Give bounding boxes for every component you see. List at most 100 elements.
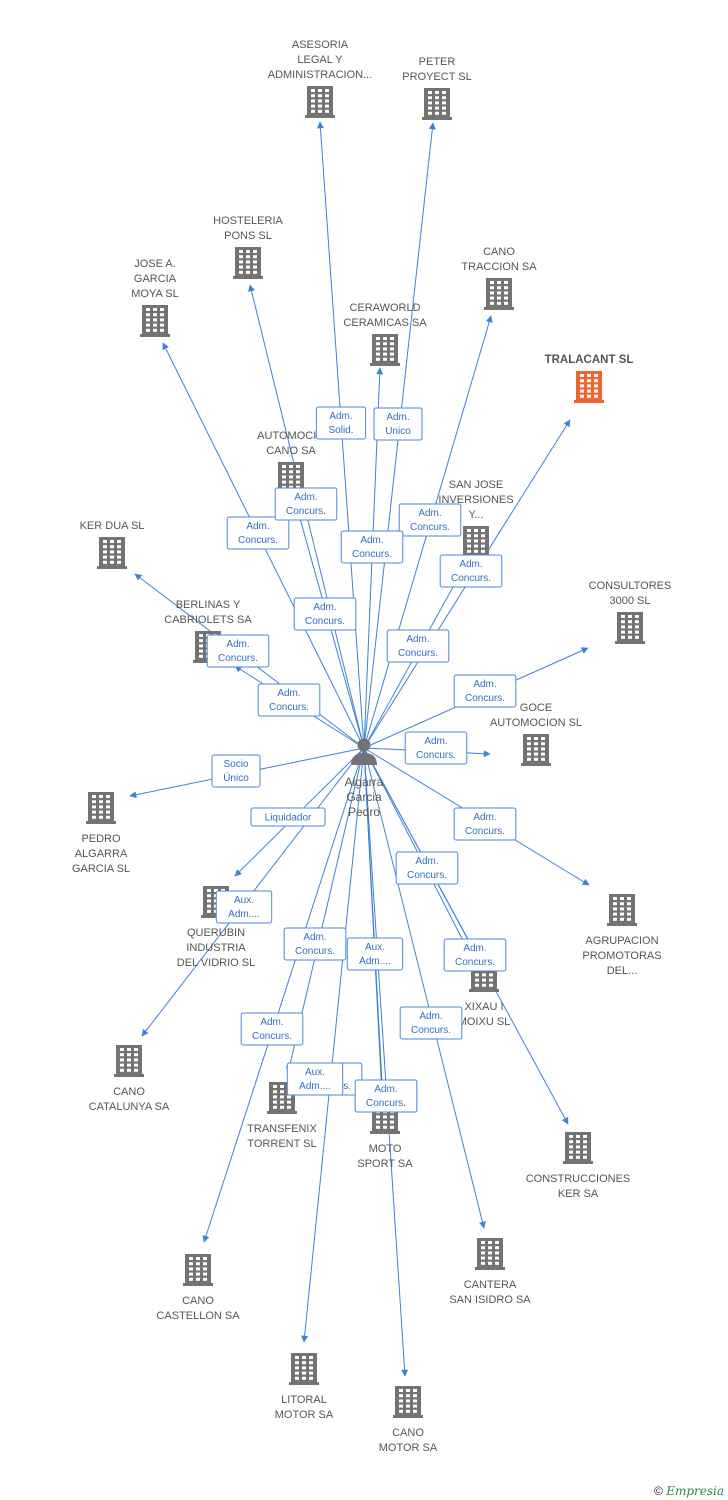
company-label[interactable]: CONSTRUCCIONES <box>526 1173 631 1185</box>
company-label[interactable]: PONS SL <box>224 230 272 242</box>
company-label[interactable]: HOSTELERIA <box>213 215 283 227</box>
company-label[interactable]: JOSE A. <box>134 258 176 270</box>
relation-label[interactable]: Aux.Adm.... <box>215 890 273 924</box>
company-label[interactable]: GARCIA <box>134 273 177 285</box>
relation-label[interactable]: Adm.Concurs. <box>274 487 338 521</box>
company-label[interactable]: QUERUBIN <box>187 927 245 939</box>
company-node-construcciones[interactable]: CONSTRUCCIONES KER SA <box>526 1132 631 1200</box>
company-node-cano-traccion[interactable]: CANO TRACCION SA <box>461 246 537 310</box>
relation-label[interactable]: Adm.Unico <box>373 407 423 441</box>
company-node-consultores[interactable]: CONSULTORES 3000 SL <box>589 580 672 644</box>
company-label[interactable]: CERAWORLD <box>349 302 420 314</box>
company-label[interactable]: PROYECT SL <box>402 71 472 83</box>
company-label[interactable]: CONSULTORES <box>589 580 672 592</box>
company-label[interactable]: CANO <box>392 1427 424 1439</box>
company-label[interactable]: 3000 SL <box>610 595 651 607</box>
company-node-ceraworld[interactable]: CERAWORLD CERAMICAS SA <box>343 302 427 366</box>
company-label[interactable]: GARCIA SL <box>72 863 130 875</box>
company-label[interactable]: KER DUA SL <box>80 520 145 532</box>
company-label[interactable]: TRANSFENIX <box>247 1123 317 1135</box>
company-node-kerdua[interactable]: KER DUA SL <box>80 520 145 569</box>
company-label[interactable]: CERAMICAS SA <box>343 317 427 329</box>
relation-label[interactable]: Adm.Concurs. <box>439 554 503 588</box>
company-label[interactable]: TORRENT SL <box>247 1138 316 1150</box>
company-label[interactable]: CANO SA <box>266 445 316 457</box>
relation-label[interactable]: Adm.Concurs. <box>226 516 290 550</box>
company-label[interactable]: SPORT SA <box>357 1158 413 1170</box>
company-node-peter[interactable]: PETER PROYECT SL <box>402 56 472 120</box>
relation-label[interactable]: Liquidador <box>250 807 326 827</box>
company-label[interactable]: DEL... <box>607 965 638 977</box>
relation-label[interactable]: Adm.Concurs. <box>399 1006 463 1040</box>
company-label[interactable]: ALGARRA <box>75 848 128 860</box>
company-label[interactable]: AUTOMOCIO <box>257 430 325 442</box>
company-label[interactable]: ADMINISTRACION... <box>268 69 373 81</box>
company-label[interactable]: TRACCION SA <box>461 261 537 273</box>
company-label[interactable]: ASESORIA <box>292 39 349 51</box>
relation-label[interactable]: Adm.Concurs. <box>257 683 321 717</box>
company-label[interactable]: MOTO <box>369 1143 402 1155</box>
company-label[interactable]: CANTERA <box>464 1279 517 1291</box>
company-label[interactable]: DEL VIDRIO SL <box>177 957 255 969</box>
company-label[interactable]: TRALACANT SL <box>545 354 634 366</box>
company-node-agrupacion[interactable]: AGRUPACION PROMOTORAS DEL... <box>582 894 662 977</box>
relation-label[interactable]: Adm.Concurs. <box>453 807 517 841</box>
company-label[interactable]: MOTOR SA <box>379 1442 438 1454</box>
company-label[interactable]: GOCE <box>520 702 552 714</box>
company-node-cantera[interactable]: CANTERA SAN ISIDRO SA <box>449 1238 531 1306</box>
brand-logo[interactable]: Empresia <box>666 1484 724 1498</box>
relation-label[interactable]: Adm.Concurs. <box>404 731 468 765</box>
company-node-jose[interactable]: JOSE A. GARCIA MOYA SL <box>131 258 179 337</box>
relation-label[interactable]: Adm.Concurs. <box>398 503 462 537</box>
relation-label[interactable]: Adm.Concurs. <box>240 1012 304 1046</box>
company-label[interactable]: LEGAL Y <box>297 54 343 66</box>
person-name[interactable]: Algarra <box>345 775 384 789</box>
company-label[interactable]: XIXAU I <box>464 1001 503 1013</box>
relation-label[interactable]: Adm.Concurs. <box>453 674 517 708</box>
relation-label[interactable]: Adm.Concurs. <box>395 851 459 885</box>
company-node-asesoria[interactable]: ASESORIA LEGAL Y ADMINISTRACION... <box>268 39 373 118</box>
company-label[interactable]: BERLINAS Y <box>176 599 241 611</box>
relation-label[interactable]: Adm.Concurs. <box>354 1079 418 1113</box>
company-node-automocio[interactable]: AUTOMOCIO CANO SA <box>257 430 325 494</box>
company-label[interactable]: CATALUNYA SA <box>89 1101 170 1113</box>
relation-label[interactable]: Adm.Concurs. <box>283 927 347 961</box>
company-node-tralacant[interactable]: TRALACANT SL <box>545 354 634 403</box>
company-label[interactable]: Y... <box>468 509 483 521</box>
company-label[interactable]: INVERSIONES <box>438 494 513 506</box>
company-label[interactable]: AUTOMOCION SL <box>490 717 582 729</box>
company-label[interactable]: SAN ISIDRO SA <box>449 1294 531 1306</box>
relation-label[interactable]: Adm.Concurs. <box>206 634 270 668</box>
company-label[interactable]: PETER <box>419 56 456 68</box>
relation-label[interactable]: Adm.Concurs. <box>443 938 507 972</box>
company-label[interactable]: CASTELLON SA <box>156 1310 240 1322</box>
company-node-cano-cat[interactable]: CANO CATALUNYA SA <box>89 1045 170 1113</box>
company-label[interactable]: MOYA SL <box>131 288 178 300</box>
person-name[interactable]: Pedro <box>348 805 380 819</box>
relation-label[interactable]: Aux.Adm.... <box>346 937 404 971</box>
company-label[interactable]: LITORAL <box>281 1394 327 1406</box>
company-label[interactable]: CABRIOLETS SA <box>164 614 252 626</box>
company-node-sanjose[interactable]: SAN JOSE INVERSIONES Y... <box>438 479 514 558</box>
company-label[interactable]: AGRUPACION <box>585 935 658 947</box>
person-name[interactable]: Garcia <box>346 790 382 804</box>
company-label[interactable]: CANO <box>182 1295 214 1307</box>
company-label[interactable]: KER SA <box>558 1188 599 1200</box>
relation-label[interactable]: Adm.Concurs. <box>293 597 357 631</box>
company-label[interactable]: PROMOTORAS <box>582 950 661 962</box>
company-label[interactable]: MOIXU SL <box>458 1016 511 1028</box>
relation-label[interactable]: Adm.Concurs. <box>386 629 450 663</box>
company-node-hosteleria[interactable]: HOSTELERIA PONS SL <box>213 215 284 279</box>
company-node-cano-motor[interactable]: CANO MOTOR SA <box>379 1386 438 1454</box>
company-label[interactable]: CANO <box>113 1086 145 1098</box>
relation-label[interactable]: Aux.Adm.... <box>286 1062 344 1096</box>
company-label[interactable]: CANO <box>483 246 515 258</box>
company-label[interactable]: SAN JOSE <box>449 479 503 491</box>
relation-label[interactable]: Adm.Solid. <box>315 406 367 440</box>
company-label[interactable]: MOTOR SA <box>275 1409 334 1421</box>
company-label[interactable]: INDUSTRIA <box>186 942 246 954</box>
company-node-goce[interactable]: GOCE AUTOMOCION SL <box>490 702 582 766</box>
